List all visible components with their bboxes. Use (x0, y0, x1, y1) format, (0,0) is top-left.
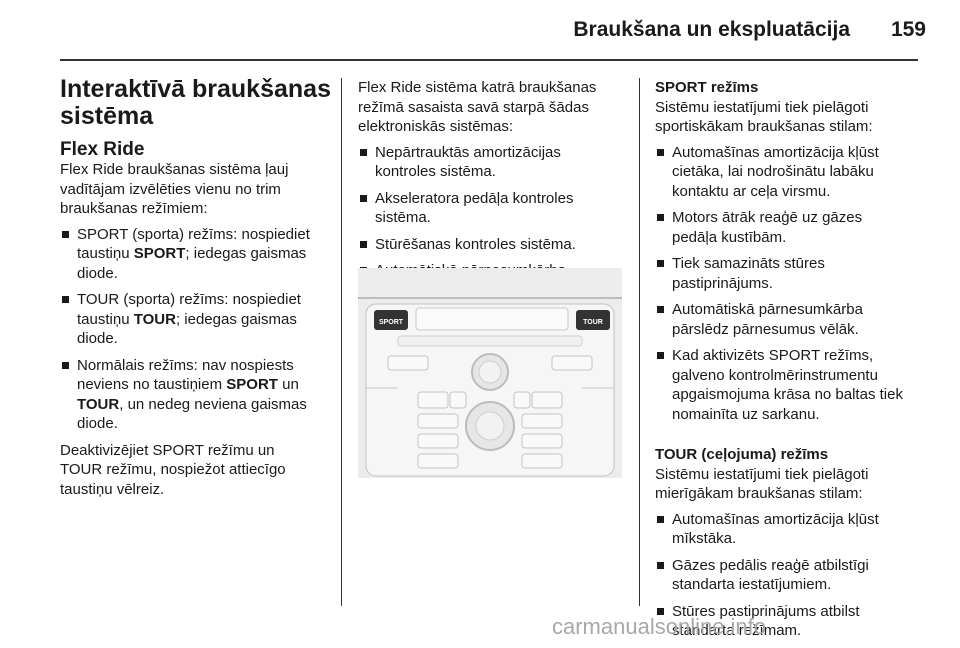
watermark: carmanualsonline.info (552, 614, 767, 639)
sport-button-label: SPORT (379, 319, 404, 326)
list-item: SPORT (sporta) režīms: nospiediet tausti… (60, 225, 332, 284)
tour-mode-heading: TOUR (ceļojuma) režīms (655, 446, 829, 463)
console-drawing: SPORT TOUR (358, 268, 622, 478)
section-title: Interaktīvā braukšanas sistēma (60, 75, 331, 130)
center-console-illustration: SPORT TOUR (358, 268, 622, 478)
header-rule (60, 59, 918, 61)
sport-intro: Sistēmu iestatījumi tiek pielāgoti sport… (655, 98, 873, 136)
subtitle-flex-ride: Flex Ride (60, 139, 145, 160)
column-3: SPORT režīms Sistēmu iestatījumi tiek pi… (655, 78, 927, 648)
list-item: Stūrēšanas kontroles sistēma. (358, 235, 630, 255)
outro-paragraph: Deaktivizējiet SPORT režīmu un TOUR režī… (60, 441, 286, 498)
intro-paragraph: Flex Ride braukšanas sistēma ļauj vadītā… (60, 161, 289, 217)
column-2: Flex Ride sistēma katrā braukšanas režīm… (358, 78, 630, 288)
mode-list: SPORT (sporta) režīms: nospiediet tausti… (60, 225, 332, 434)
list-item: Normālais režīms: nav nospiests neviens … (60, 356, 332, 434)
column-1: Interaktīvā braukšanas sistēma Flex Ride… (60, 76, 332, 505)
list-item: TOUR (sporta) režīms: nospiediet taustiņ… (60, 290, 332, 349)
header-title: Braukšana un ekspluatācija (573, 18, 850, 41)
tour-intro: Sistēmu iestatījumi tiek pielāgoti mierī… (655, 465, 869, 503)
list-item: Kad aktivizēts SPORT režīms,galveno kont… (655, 346, 927, 424)
column-divider-2 (639, 78, 640, 606)
systems-intro: Flex Ride sistēma katrā braukšanas režīm… (358, 79, 597, 135)
column-divider-1 (341, 78, 342, 606)
page-number: 159 (890, 18, 926, 41)
tour-button-label: TOUR (583, 319, 603, 326)
sport-mode-heading: SPORT režīms (655, 79, 759, 96)
